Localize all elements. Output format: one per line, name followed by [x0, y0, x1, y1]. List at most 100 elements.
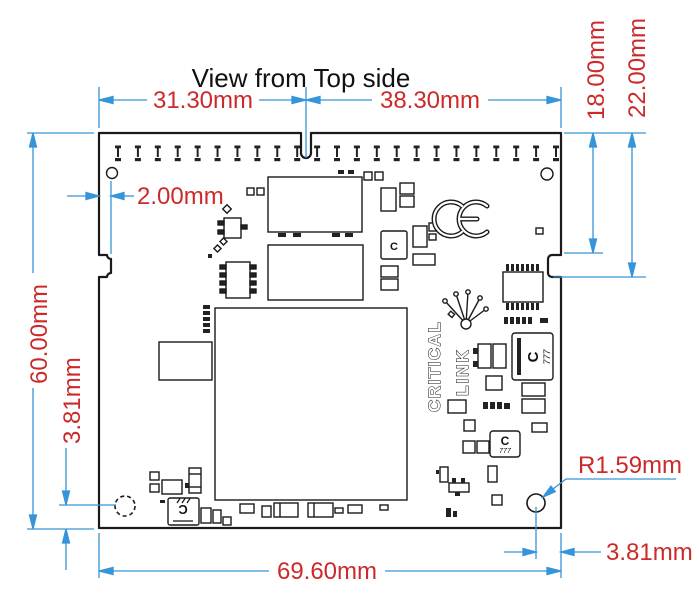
dim-top-left [98, 95, 307, 105]
label-r1-59: R1.59mm [578, 452, 682, 479]
pin-mark [174, 145, 181, 149]
left-module [158, 341, 213, 381]
memory-chip-1 [267, 176, 363, 233]
label-3-81-right: 3.81mm [606, 539, 693, 566]
pin-mark [435, 148, 438, 157]
svg-text:C: C [525, 351, 542, 362]
dimension-lines [27, 87, 676, 578]
pin-mark [393, 158, 400, 162]
starburst-logo [442, 289, 489, 330]
pin-mark [535, 148, 538, 157]
pin-mark [553, 145, 559, 149]
brand-chip-bottom-left: C [167, 497, 200, 526]
pin-mark [495, 148, 498, 157]
pin-mark [353, 145, 360, 149]
pin-mark [174, 158, 181, 162]
pin-label-row [115, 145, 559, 162]
label-69-60: 69.60mm [277, 558, 377, 585]
pin-mark [136, 148, 139, 157]
pin-mark [453, 145, 460, 149]
svg-text:C: C [178, 502, 188, 517]
pin-mark [214, 145, 221, 149]
pin-mark [216, 148, 219, 157]
dim-right-22 [627, 132, 637, 278]
dim-right-18 [588, 132, 598, 254]
pin-mark [453, 158, 460, 162]
pin-mark [336, 148, 338, 157]
view-title: View from Top side [192, 63, 411, 93]
pin-mark [375, 148, 378, 157]
pin-mark [234, 145, 241, 149]
pin-mark [176, 148, 179, 157]
bottom-right-passives [436, 465, 503, 517]
pin-mark [154, 158, 161, 162]
pin-mark [117, 148, 119, 157]
brand-silkscreen: CRITICAL LINK [425, 289, 489, 413]
pin-mark [214, 158, 221, 162]
hole-top-left [105, 166, 119, 180]
right-edge-ic [502, 264, 548, 324]
pin-mark [493, 145, 500, 149]
label-18-00: 18.00mm [583, 20, 610, 120]
pin-header [203, 305, 210, 333]
label-60-00: 60.00mm [26, 284, 53, 384]
pin-mark [294, 158, 301, 162]
pin-mark [393, 145, 400, 149]
pin-mark [475, 148, 478, 157]
pin-mark [314, 145, 321, 149]
bottom-left-cluster [149, 467, 232, 526]
pin-mark [533, 145, 540, 149]
svg-text:777: 777 [499, 448, 512, 455]
extension-lines [27, 87, 646, 578]
pin-mark [274, 158, 281, 162]
pin-mark [115, 145, 121, 149]
pin-mark [334, 158, 340, 162]
label-22-00: 22.00mm [624, 18, 651, 118]
soic8-chip [219, 261, 257, 299]
pin-mark [415, 148, 418, 157]
pin-mark [236, 148, 239, 157]
pin-mark [254, 145, 261, 149]
mid-pads [483, 402, 510, 409]
radius-leader [541, 478, 676, 499]
pin-mark [515, 148, 518, 157]
pcb-components: C 777 C 777 [149, 170, 554, 526]
svg-text:C: C [501, 434, 510, 448]
pin-mark [154, 145, 161, 149]
dim-pin-offset [67, 191, 134, 201]
pin-mark [555, 148, 557, 157]
pin-mark [134, 158, 141, 162]
pin-mark [533, 158, 540, 162]
pin-mark [334, 145, 340, 149]
dimension-labels: 31.30mm 38.30mm 18.00mm 22.00mm 2.00mm 6… [26, 18, 693, 585]
pin-mark [373, 158, 380, 162]
pin-mark [156, 148, 159, 157]
label-31-30: 31.30mm [153, 87, 253, 114]
pin-mark [194, 158, 201, 162]
label-38-30: 38.30mm [380, 87, 480, 114]
pin-mark [433, 158, 440, 162]
pin-mark [274, 145, 281, 149]
pin-mark [473, 158, 480, 162]
pin-mark [373, 145, 380, 149]
pin-mark [296, 148, 299, 157]
c777-chip-small: C 777 [489, 430, 521, 458]
dim-br-hole [504, 547, 601, 557]
pin-mark [413, 145, 420, 149]
pin-mark [254, 158, 261, 162]
pin-mark [513, 158, 520, 162]
small-passives-upper-left [208, 187, 265, 258]
brand-text-link: LINK [453, 348, 472, 396]
label-3-81-left: 3.81mm [59, 357, 86, 444]
dim-board-width [98, 566, 562, 576]
pin-mark [294, 145, 301, 149]
hole-top-right [540, 167, 554, 181]
pin-mark [314, 158, 321, 162]
dim-left-height [28, 132, 38, 530]
pin-mark [115, 158, 121, 162]
brand-text-critical: CRITICAL [425, 321, 444, 412]
dim-left-hole [61, 448, 71, 570]
bottom-row-passives [239, 502, 389, 518]
